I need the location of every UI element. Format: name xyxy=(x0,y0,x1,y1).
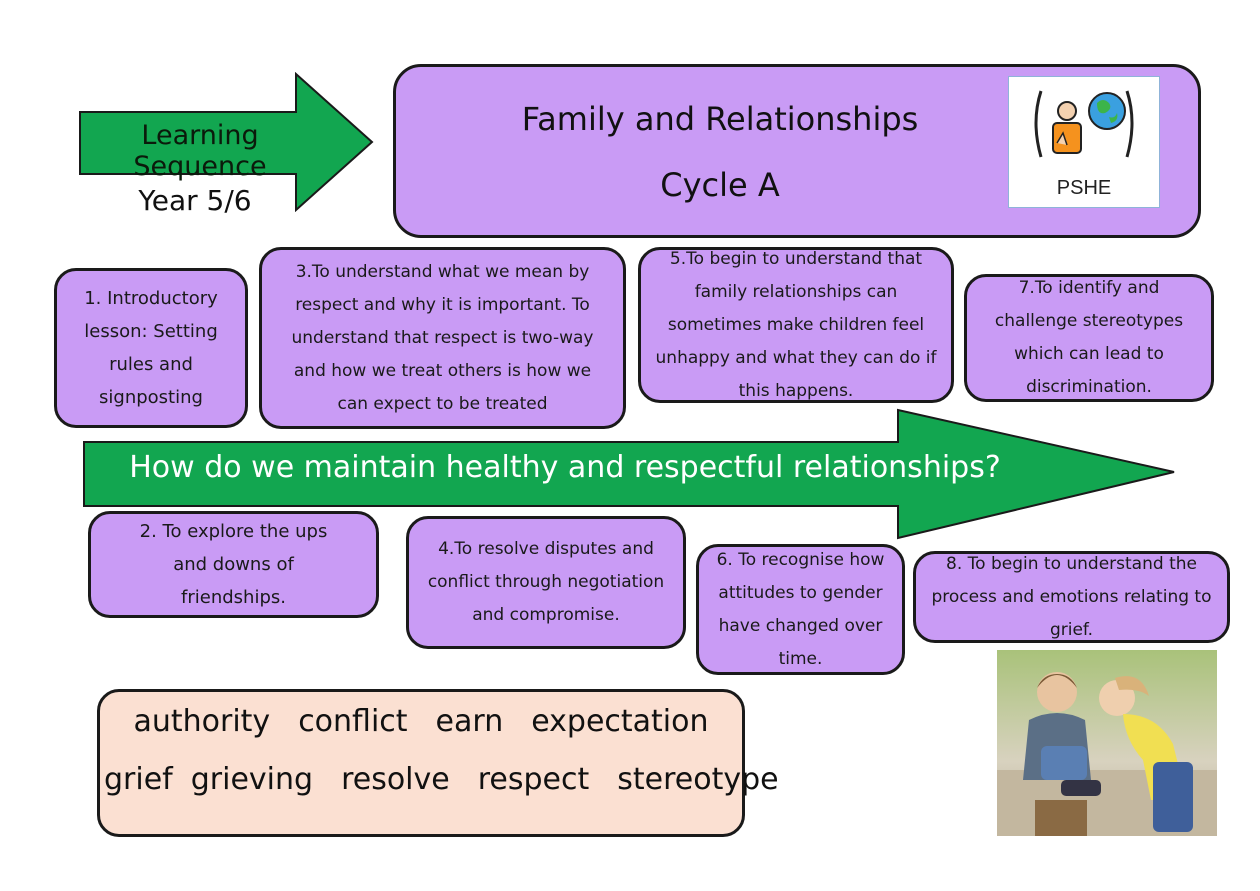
lesson-1: 1. Introductory lesson: Setting rules an… xyxy=(54,268,248,428)
lesson-2: 2. To explore the ups and downs of frien… xyxy=(88,511,379,618)
vocab-word: resolve xyxy=(341,762,450,797)
person-with-globe-icon xyxy=(1034,90,1134,158)
vocab-word: authority xyxy=(133,704,271,739)
vocab-word: grief xyxy=(104,762,173,797)
vocab-word: expectation xyxy=(531,704,709,739)
main-question: How do we maintain healthy and respectfu… xyxy=(129,450,1001,485)
main-question-arrow xyxy=(83,408,1175,540)
vocab-word: grieving xyxy=(190,762,314,797)
cycle-label: Cycle A xyxy=(660,166,780,204)
vocab-word: stereotype xyxy=(617,762,779,797)
pshe-logo-label: PSHE xyxy=(1056,177,1112,199)
lesson-7: 7.To identify and challenge stereotypes … xyxy=(964,274,1214,402)
pshe-logo: PSHE xyxy=(1008,76,1160,208)
children-comforting-photo xyxy=(997,650,1217,836)
lesson-6: 6. To recognise how attitudes to gender … xyxy=(696,544,905,675)
year-label: Year 5/6 xyxy=(138,184,252,217)
lesson-4: 4.To resolve disputes and conflict throu… xyxy=(406,516,686,649)
learning-sequence-arrow xyxy=(79,72,374,212)
vocab-word: conflict xyxy=(298,704,408,739)
lesson-3: 3.To understand what we mean by respect … xyxy=(259,247,626,429)
learning-sequence-label: Learning Sequence xyxy=(133,120,267,182)
lesson-8: 8. To begin to understand the process an… xyxy=(913,551,1230,643)
vocab-word: earn xyxy=(435,704,504,739)
vocab-word: respect xyxy=(477,762,590,797)
vocabulary-line-1: authority conflict earn expectation xyxy=(100,704,742,739)
lesson-5: 5.To begin to understand that family rel… xyxy=(638,247,954,403)
vocabulary-line-2: grief grieving resolve respect stereotype xyxy=(100,762,779,797)
page-title: Family and Relationships xyxy=(521,100,919,138)
